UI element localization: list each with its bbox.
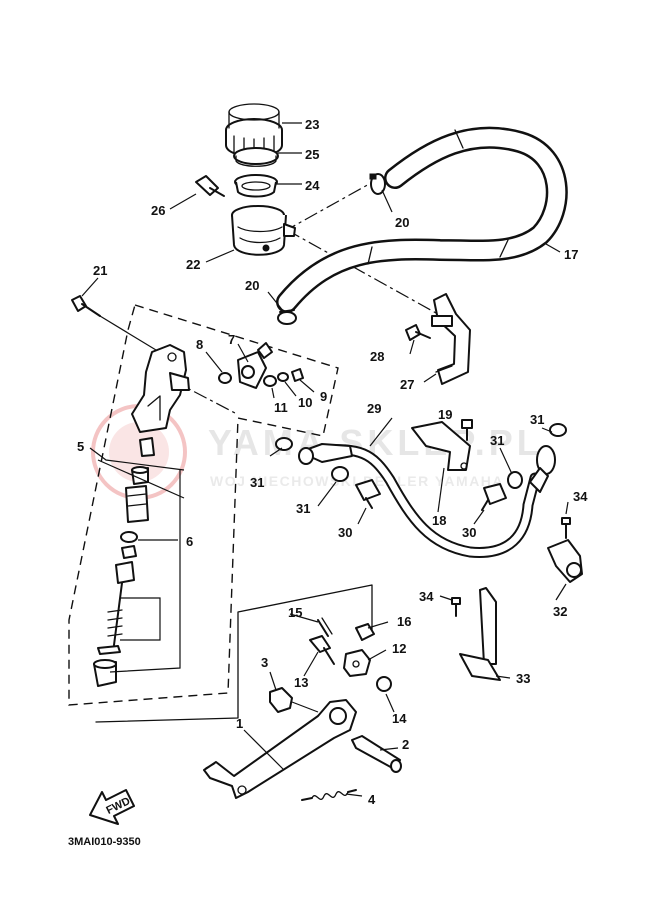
joint-spacer: [277, 372, 289, 382]
clevis-pin: [309, 635, 335, 665]
reservoir-tank: [231, 205, 296, 256]
pedal-assembly-outline: [95, 584, 373, 723]
hose-clip-lower: [277, 309, 297, 325]
joint-screw: [291, 368, 304, 382]
callout-14: 14: [392, 711, 407, 726]
pedal-nut: [269, 687, 293, 713]
hose-holder: [547, 539, 583, 583]
watermark-subtitle: WOJ NIECHOWSKI DEALER YAMAHA: [210, 473, 504, 489]
bracket-bolt: [405, 324, 431, 341]
master-cylinder-body: [131, 344, 190, 433]
piston-washer: [120, 531, 138, 543]
callout-13: 13: [294, 675, 308, 690]
callout-2: 2: [402, 737, 409, 752]
o-ring: [218, 372, 232, 384]
callout-21: 21: [93, 263, 107, 278]
callout-31-b: 31: [296, 501, 310, 516]
diaphragm-plate: [233, 147, 279, 167]
callout-25: 25: [305, 147, 319, 162]
joint-washer: [263, 375, 277, 387]
callout-5: 5: [77, 439, 84, 454]
hose-clip-upper: [369, 173, 386, 195]
union-bolt-left: [355, 479, 381, 509]
callout-16: 16: [397, 614, 411, 629]
guide-bolt: [461, 419, 473, 441]
cotter-pin: [317, 617, 333, 637]
callout-19: 19: [438, 407, 452, 422]
callout-9: 9: [320, 389, 327, 404]
clevis-washer: [376, 676, 392, 692]
callouts: 1 2 3 4 5 6 7 8 9 10 11 12 13 14 15 16 1…: [77, 117, 588, 807]
callout-26: 26: [151, 203, 165, 218]
callout-8: 8: [196, 337, 203, 352]
copper-washer-c: [507, 471, 523, 489]
callout-17: 17: [564, 247, 578, 262]
diaphragm: [234, 174, 278, 198]
callout-3: 3: [261, 655, 268, 670]
callout-6: 6: [186, 534, 193, 549]
leader-lines: [81, 122, 569, 797]
callout-10: 10: [298, 395, 312, 410]
callout-29: 29: [367, 401, 381, 416]
master-cylinder-kit: [93, 437, 155, 687]
master-cylinder-assembly-outline: [68, 304, 339, 706]
hose-guide: [411, 421, 471, 471]
callout-12: 12: [392, 641, 406, 656]
copper-washer-b: [331, 466, 349, 482]
brake-hose: [298, 443, 556, 558]
callout-31-a: 31: [250, 475, 264, 490]
callout-15: 15: [288, 605, 302, 620]
callout-31-d: 31: [530, 412, 544, 427]
master-cylinder-bolt: [71, 295, 101, 317]
hose-stay: [459, 587, 501, 681]
callout-20-lower: 20: [245, 278, 259, 293]
reservoir-bolt: [195, 175, 225, 197]
callout-4: 4: [368, 792, 376, 807]
callout-22: 22: [186, 257, 200, 272]
callout-33: 33: [516, 671, 530, 686]
callout-1: 1: [236, 716, 243, 731]
diagram-code: 3MAI010-9350: [68, 836, 141, 848]
pedal-shaft: [351, 735, 402, 773]
reservoir-hose: [276, 126, 568, 313]
callout-7: 7: [228, 332, 235, 347]
brake-pedal: [203, 699, 357, 799]
clevis: [343, 649, 371, 677]
callout-24: 24: [305, 178, 320, 193]
callout-32: 32: [553, 604, 567, 619]
callout-27: 27: [400, 377, 414, 392]
callout-34-left: 34: [419, 589, 434, 604]
callout-34-right: 34: [573, 489, 588, 504]
stay-bolt: [451, 597, 461, 617]
reservoir-bracket: [431, 293, 471, 385]
callout-31-c: 31: [490, 433, 504, 448]
callout-18: 18: [432, 513, 446, 528]
callout-23: 23: [305, 117, 319, 132]
callout-20-upper: 20: [395, 215, 409, 230]
return-spring: [301, 789, 357, 801]
holder-bolt: [561, 517, 571, 539]
copper-washer-d: [549, 423, 567, 437]
copper-washer-a: [275, 437, 293, 451]
callout-11: 11: [274, 400, 288, 415]
hose-joint: [237, 342, 273, 389]
callout-28: 28: [370, 349, 384, 364]
union-bolt-right: [481, 483, 507, 511]
callout-30-right: 30: [462, 525, 476, 540]
forward-arrow: FWD: [89, 789, 135, 825]
callout-30-left: 30: [338, 525, 352, 540]
